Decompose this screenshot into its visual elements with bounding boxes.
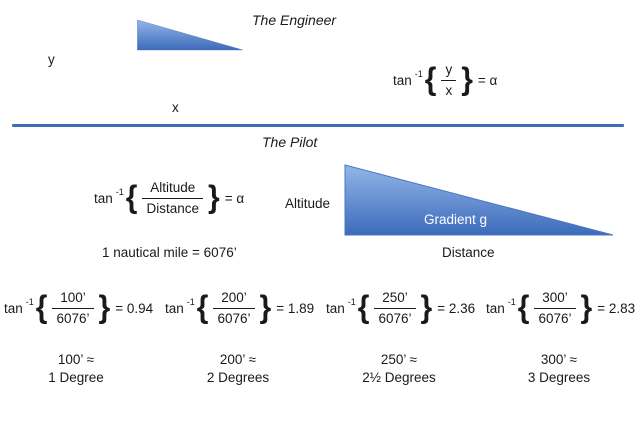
- approx-degrees: 3 Degrees: [527, 370, 591, 385]
- approx-value: 200’ ≈: [219, 352, 257, 367]
- engineer-y-label: y: [48, 52, 55, 67]
- fraction-numerator: y: [445, 62, 453, 77]
- example-approx-2: 200’ ≈ 2 Degrees: [173, 351, 303, 387]
- fraction-denominator: 6076’: [534, 307, 576, 327]
- formula-func: tan: [94, 190, 113, 206]
- approx-value: 300’ ≈: [540, 352, 578, 367]
- fraction-denominator: Distance: [142, 197, 204, 217]
- formula-func: tan: [4, 300, 23, 316]
- right-brace: }: [580, 290, 593, 325]
- fraction-denominator: 6076’: [213, 307, 255, 327]
- engineer-triangle-label: Angle α: [162, 66, 209, 81]
- formula-func: tan: [393, 72, 412, 88]
- formula-func: tan: [165, 300, 184, 316]
- formula-sup: -1: [25, 296, 34, 307]
- pilot-altitude-label: Altitude: [285, 196, 331, 211]
- left-brace: {: [517, 290, 530, 325]
- left-brace: {: [35, 290, 48, 325]
- formula-result: = 1.89: [276, 300, 315, 316]
- formula-result: = 2.36: [437, 300, 476, 316]
- pilot-distance-label: Distance: [442, 245, 495, 260]
- engineer-x-label: x: [172, 100, 179, 115]
- formula-sup: -1: [347, 296, 356, 307]
- formula-func: tan: [326, 300, 345, 316]
- right-brace: }: [208, 180, 220, 215]
- approx-value: 250’ ≈: [380, 352, 418, 367]
- right-brace: }: [98, 290, 111, 325]
- example-approx-4: 300’ ≈ 3 Degrees: [494, 351, 624, 387]
- approx-degrees: 2½ Degrees: [362, 370, 436, 385]
- fraction-numerator: Altitude: [150, 180, 196, 195]
- example-formula-3: tan-1 { 250’ 6076’ } = 2.36: [326, 290, 475, 326]
- fraction: Altitude Distance: [139, 180, 206, 216]
- right-brace: }: [420, 290, 433, 325]
- fraction-numerator: 200’: [221, 290, 247, 305]
- fraction: 300’ 6076’: [531, 290, 578, 326]
- fraction: 100’ 6076’: [49, 290, 96, 326]
- left-brace: {: [357, 290, 370, 325]
- example-formula-1: tan-1 { 100’ 6076’ } = 0.94: [4, 290, 153, 326]
- engineer-formula: tan-1 { y x } = α: [393, 62, 497, 98]
- pilot-title: The Pilot: [262, 134, 318, 150]
- left-brace: {: [424, 62, 437, 97]
- fraction-numerator: 250’: [382, 290, 408, 305]
- engineer-title: The Engineer: [252, 12, 337, 28]
- example-formula-4: tan-1 { 300’ 6076’ } = 2.83: [486, 290, 635, 326]
- left-brace: {: [196, 290, 209, 325]
- fraction-denominator: x: [441, 79, 457, 99]
- approx-degrees: 2 Degrees: [206, 370, 270, 385]
- engineer-triangle: [137, 19, 243, 51]
- approx-degrees: 1 Degree: [48, 370, 104, 385]
- example-formula-2: tan-1 { 200’ 6076’ } = 1.89: [165, 290, 314, 326]
- right-brace: }: [461, 62, 473, 97]
- fraction-numerator: 300’: [542, 290, 568, 305]
- example-approx-3: 250’ ≈ 2½ Degrees: [334, 351, 464, 387]
- conversion-note: 1 nautical mile = 6076’: [102, 245, 237, 260]
- approx-value: 100’ ≈: [57, 352, 95, 367]
- fraction: 200’ 6076’: [210, 290, 257, 326]
- right-brace: }: [259, 290, 272, 325]
- fraction-denominator: 6076’: [52, 307, 94, 327]
- left-brace: {: [125, 180, 138, 215]
- formula-sup: -1: [186, 296, 195, 307]
- formula-func: tan: [486, 300, 505, 316]
- formula-result: = 2.83: [597, 300, 636, 316]
- fraction-denominator: 6076’: [374, 307, 416, 327]
- formula-sup: -1: [414, 68, 423, 79]
- formula-result: = α: [224, 190, 245, 206]
- section-divider: [12, 124, 624, 127]
- formula-result: = α: [477, 72, 498, 88]
- pilot-triangle-label: Gradient g: [424, 212, 488, 227]
- pilot-formula: tan-1 { Altitude Distance } = α: [94, 180, 244, 216]
- pilot-triangle: [344, 164, 614, 236]
- fraction-numerator: 100’: [60, 290, 86, 305]
- fraction: y x: [438, 62, 459, 98]
- formula-result: = 0.94: [115, 300, 154, 316]
- fraction: 250’ 6076’: [371, 290, 418, 326]
- example-approx-1: 100’ ≈ 1 Degree: [11, 351, 141, 387]
- formula-sup: -1: [507, 296, 516, 307]
- formula-sup: -1: [115, 186, 124, 197]
